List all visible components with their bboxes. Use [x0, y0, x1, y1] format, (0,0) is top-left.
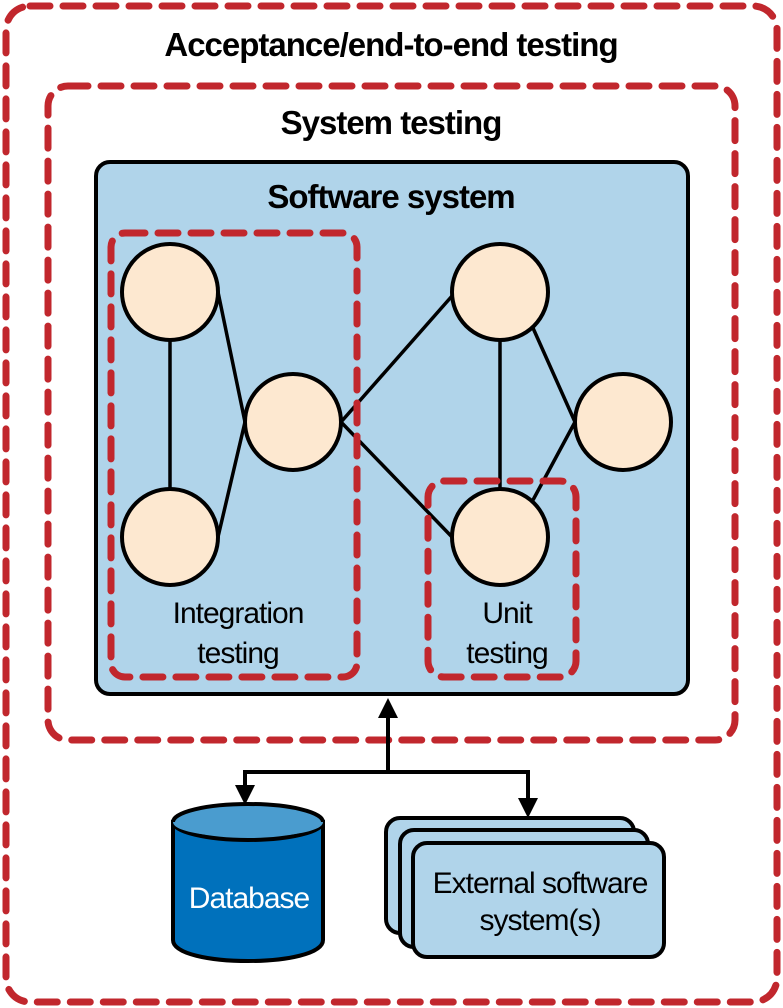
- unit-testing-label-line1: Unit: [482, 597, 533, 630]
- external-systems-label-line2: system(s): [480, 904, 601, 937]
- external-systems-label-line1: External software: [433, 867, 648, 900]
- database: Database: [171, 802, 325, 963]
- node-4: [450, 242, 550, 342]
- node-1: [120, 242, 220, 342]
- node-2: [243, 372, 343, 472]
- system-testing-boundary: [44, 82, 739, 744]
- node-6: [450, 487, 550, 587]
- system-testing-label: System testing: [281, 104, 502, 141]
- software-system-label: Software system: [267, 178, 514, 215]
- database-body: [171, 820, 325, 963]
- external-system-card-front: [411, 841, 666, 959]
- unit-testing-label-line2: testing: [466, 637, 547, 670]
- edge: [216, 421, 247, 538]
- edge: [531, 327, 577, 423]
- database-label: Database: [189, 882, 310, 915]
- node-3: [120, 487, 220, 587]
- nodes: [120, 242, 673, 587]
- integration-testing-label-line2: testing: [197, 637, 278, 670]
- acceptance-testing-label: Acceptance/end-to-end testing: [164, 26, 617, 63]
- edge: [531, 421, 577, 501]
- integration-testing-label-line1: Integration: [173, 597, 304, 630]
- external-software-systems: External software system(s): [384, 816, 666, 959]
- edge: [216, 291, 247, 423]
- node-5: [573, 372, 673, 472]
- dependency-arrows: [235, 698, 538, 818]
- integration-testing-boundary: [107, 229, 361, 681]
